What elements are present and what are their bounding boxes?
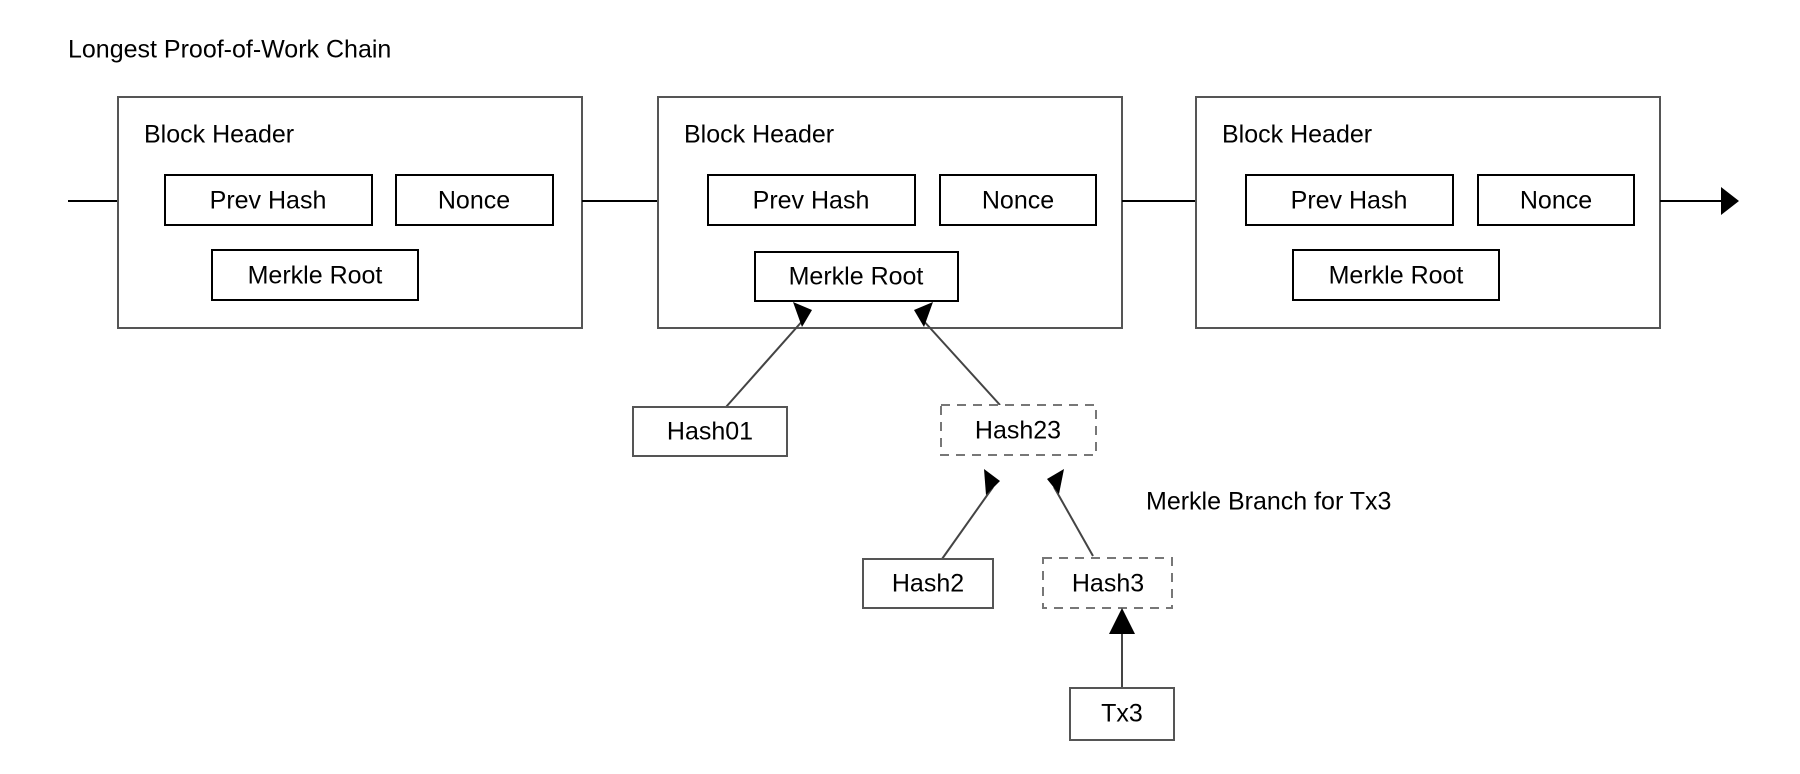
hash01-box <box>632 406 788 457</box>
block-3-nonce-box <box>1477 174 1635 226</box>
chain-outbound-arrow <box>1660 187 1739 215</box>
hash3-box <box>1042 557 1173 609</box>
hash3-label: Hash3 <box>1072 570 1144 598</box>
block-1-nonce-box <box>395 174 554 226</box>
hash2-label: Hash2 <box>892 570 964 598</box>
block-1-merkle-root-box <box>211 249 419 301</box>
hash2-box <box>862 558 994 609</box>
edge-hash23-to-merkle-root <box>914 302 1001 406</box>
edge-hash01-to-merkle-root <box>725 302 812 408</box>
tx3-label: Tx3 <box>1101 700 1143 728</box>
block-1-header-title: Block Header <box>144 121 294 149</box>
hash01-label: Hash01 <box>667 418 753 446</box>
block-1-nonce-label: Nonce <box>438 187 510 215</box>
block-3-prev-hash-box <box>1245 174 1454 226</box>
edge-tx3-to-hash3 <box>1109 608 1135 688</box>
block-2-nonce-label: Nonce <box>982 187 1054 215</box>
block-1: Block Header Prev Hash Nonce Merkle Root <box>117 96 583 329</box>
block-2-header-title: Block Header <box>684 121 834 149</box>
node-tx3: Tx3 <box>1069 687 1175 741</box>
node-hash01: Hash01 <box>632 406 788 457</box>
block-3-nonce-label: Nonce <box>1520 187 1592 215</box>
block-3-merkle-root-box <box>1292 249 1500 301</box>
block-3: Block Header Prev Hash Nonce Merkle Root <box>1195 96 1661 329</box>
block-3-merkle-root-label: Merkle Root <box>1329 262 1464 290</box>
block-1-merkle-root-label: Merkle Root <box>248 262 383 290</box>
block-1-prev-hash-label: Prev Hash <box>210 187 327 215</box>
block-2: Block Header Prev Hash Nonce Merkle Root <box>657 96 1123 329</box>
block-2-merkle-root-box <box>754 251 959 302</box>
hash23-label: Hash23 <box>975 417 1061 445</box>
block-2-nonce-box <box>939 174 1097 226</box>
node-hash3: Hash3 <box>1042 557 1173 609</box>
merkle-branch-label: Merkle Branch for Tx3 <box>1146 488 1391 516</box>
node-hash2: Hash2 <box>862 558 994 609</box>
block-2-prev-hash-label: Prev Hash <box>753 187 870 215</box>
edge-hash2-to-hash23 <box>941 469 1000 560</box>
edge-hash3-to-hash23 <box>1047 469 1094 557</box>
block-2-merkle-root-label: Merkle Root <box>789 263 924 291</box>
block-2-prev-hash-box <box>707 174 916 226</box>
hash23-box <box>940 404 1097 456</box>
node-hash23: Hash23 <box>940 404 1097 456</box>
page-title: Longest Proof-of-Work Chain <box>68 36 391 64</box>
block-3-prev-hash-label: Prev Hash <box>1291 187 1408 215</box>
block-3-header-title: Block Header <box>1222 121 1372 149</box>
block-1-prev-hash-box <box>164 174 373 226</box>
tx3-box <box>1069 687 1175 741</box>
